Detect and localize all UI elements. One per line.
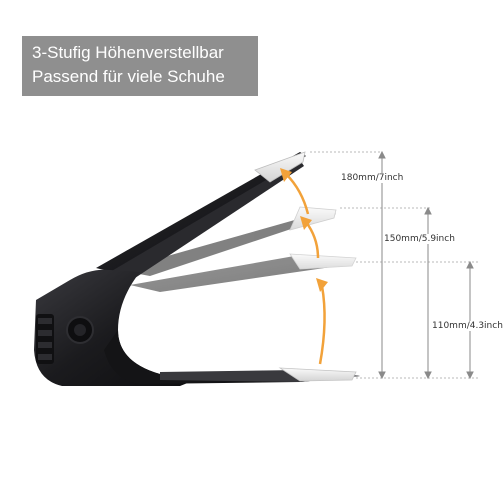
dimension-label-middle: 150mm/5.9inch: [384, 234, 455, 244]
shoe-shelf-plate-top: [96, 151, 306, 278]
dimension-lines: [310, 151, 480, 379]
banner-line-fits-shoes: Passend für viele Schuhe: [32, 67, 225, 86]
curved-arrow-up-icon: [316, 278, 328, 365]
shoe-shelf-plate-lower: [130, 253, 357, 292]
banner-line-height-levels: 3-Stufig Höhenverstellbar: [32, 43, 224, 62]
shoe-shelf-plate-middle: [118, 206, 337, 276]
info-banner: 3-Stufig Höhenverstellbar Passend für vi…: [22, 36, 258, 96]
curved-arrow-up-icon: [280, 168, 310, 215]
dimension-label-top: 180mm/7inch: [341, 173, 404, 183]
adjustment-knob: [66, 316, 94, 344]
shoe-organizer-body: [34, 269, 360, 386]
curved-arrow-up-icon: [300, 216, 320, 259]
dimension-arrows: [378, 150, 474, 380]
dimension-label-bottom: 110mm/4.3inch: [432, 321, 503, 331]
